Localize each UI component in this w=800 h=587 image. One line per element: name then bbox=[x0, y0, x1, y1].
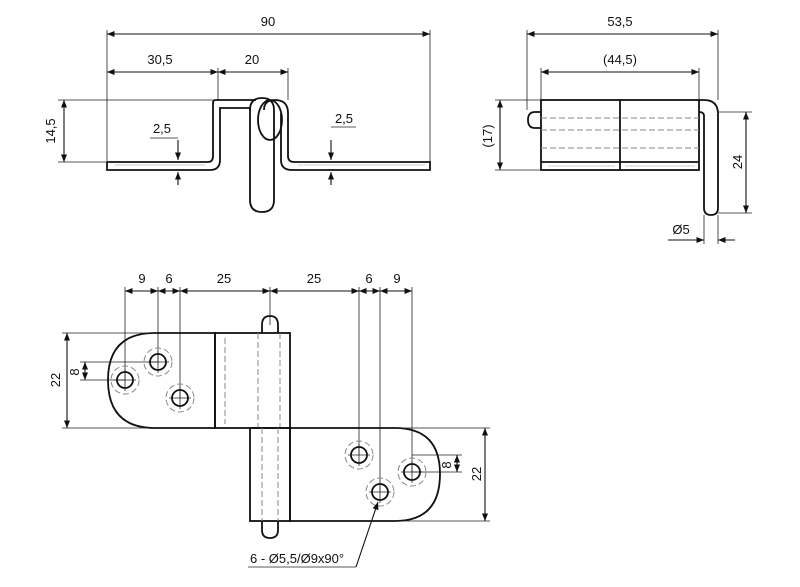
hole bbox=[397, 457, 427, 487]
dim-top-2: 6 bbox=[165, 271, 172, 286]
dim-right-hole-offset: 8 bbox=[439, 461, 454, 468]
hole bbox=[344, 440, 374, 470]
dim-barrel-height: (17) bbox=[480, 124, 495, 147]
dim-overall-length: 90 bbox=[261, 14, 275, 29]
dim-pin-drop: 24 bbox=[730, 155, 745, 169]
dim-left-width: 22 bbox=[48, 373, 63, 387]
plan-view: 9 6 25 25 6 9 22 8 22 bbox=[48, 271, 490, 568]
dim-pin-diameter: Ø5 bbox=[672, 222, 689, 237]
end-view: 53,5 (44,5) (17) 24 Ø5 bbox=[480, 14, 752, 244]
hole-callout: 6 - Ø5,5/Ø9x90° bbox=[250, 551, 344, 566]
dim-thickness-left: 2,5 bbox=[153, 121, 171, 136]
dim-top-6: 9 bbox=[393, 271, 400, 286]
hole bbox=[365, 477, 395, 507]
dim-barrel-length: (44,5) bbox=[603, 52, 637, 67]
dim-right-width: 22 bbox=[469, 467, 484, 481]
dim-left-hole-offset: 8 bbox=[67, 368, 82, 375]
dim-thickness-right: 2,5 bbox=[335, 111, 353, 126]
dim-top-1: 9 bbox=[138, 271, 145, 286]
dim-overall-width: 53,5 bbox=[607, 14, 632, 29]
dim-top-3: 25 bbox=[217, 271, 231, 286]
right-leaf bbox=[289, 427, 441, 522]
side-view: 90 30,5 20 14,5 2,5 2,5 bbox=[43, 14, 431, 213]
hole bbox=[110, 365, 140, 395]
dim-knuckle-width: 20 bbox=[245, 52, 259, 67]
dim-top-4: 25 bbox=[307, 271, 321, 286]
right-knuckle bbox=[249, 427, 291, 522]
left-knuckle bbox=[214, 332, 291, 429]
dim-top-5: 6 bbox=[365, 271, 372, 286]
dim-left-leaf-length: 30,5 bbox=[147, 52, 172, 67]
hole bbox=[143, 347, 173, 377]
dim-height: 14,5 bbox=[43, 118, 58, 143]
left-leaf bbox=[107, 332, 216, 429]
hole bbox=[165, 383, 195, 413]
